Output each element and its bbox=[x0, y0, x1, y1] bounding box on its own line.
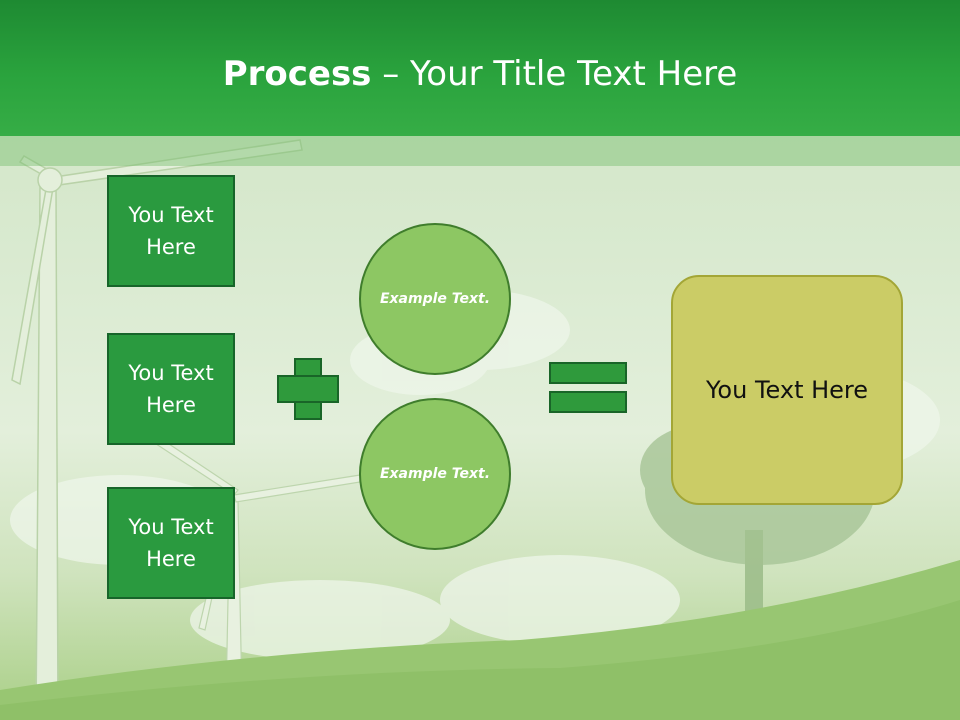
title-rest: – Your Title Text Here bbox=[371, 54, 738, 94]
input-box-2: You Text Here bbox=[107, 333, 235, 445]
title-bold: Process bbox=[222, 54, 372, 94]
result-box: You Text Here bbox=[671, 275, 903, 505]
title-bar bbox=[0, 0, 960, 136]
example-circle-2: Example Text. bbox=[359, 398, 511, 550]
input-box-3: You Text Here bbox=[107, 487, 235, 599]
input-box-1: You Text Here bbox=[107, 175, 235, 287]
slide-title: Process – Your Title Text Here bbox=[0, 52, 960, 96]
title-band bbox=[0, 136, 960, 166]
wind-turbine-left bbox=[11, 139, 303, 720]
example-circle-1: Example Text. bbox=[359, 223, 511, 375]
